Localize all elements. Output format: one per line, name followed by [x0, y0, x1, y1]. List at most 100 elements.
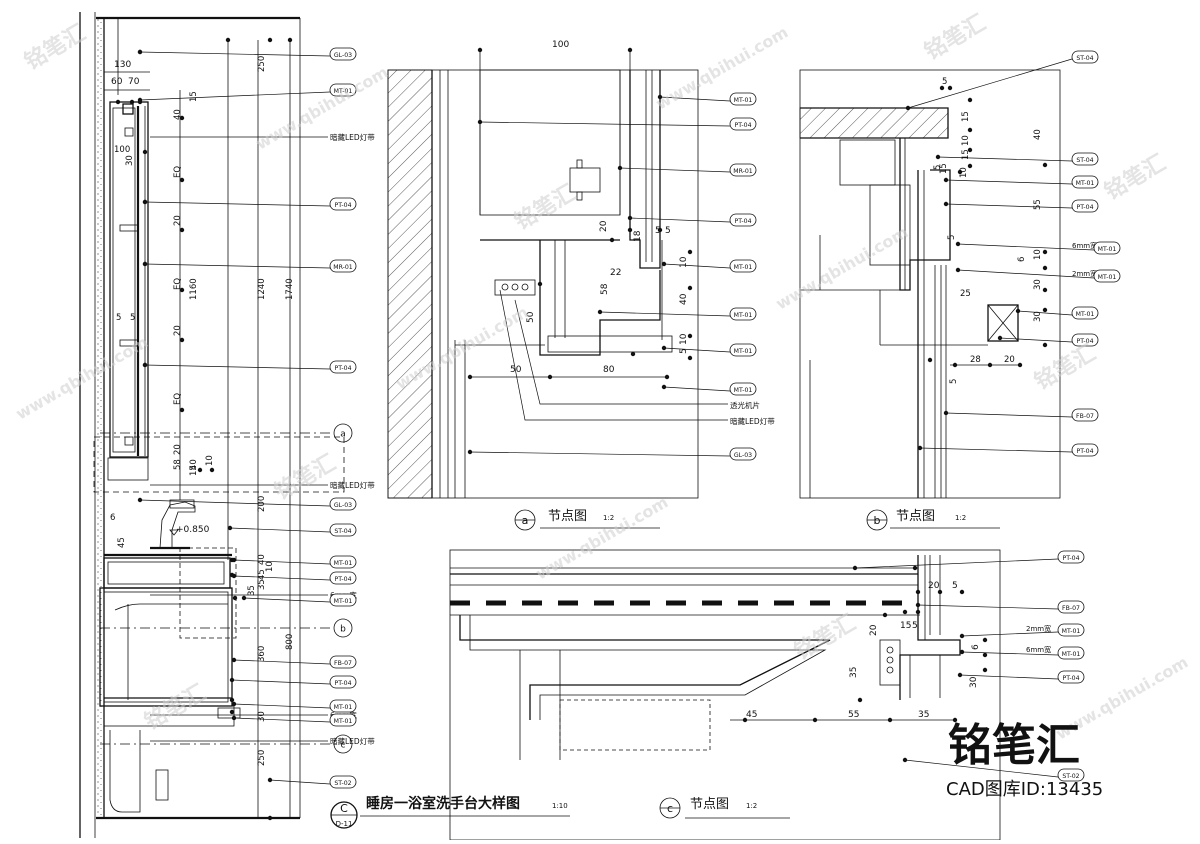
material-tag: PT-04 [229, 675, 357, 689]
tag-label: GL-03 [334, 52, 352, 59]
leader-dot [477, 119, 483, 125]
material-tag: MT-01 [661, 382, 757, 396]
tag-label: PT-04 [334, 576, 351, 583]
material-tag: MT-01 [657, 92, 757, 106]
tag-label: MT-01 [1062, 651, 1081, 658]
leader-dot [742, 717, 748, 723]
tag-box [329, 713, 357, 727]
material-tag: PT-04 [477, 117, 757, 131]
note-text: 暗藏LED灯带 [330, 480, 375, 490]
dim-label: 30 [1033, 311, 1043, 322]
material-tag: ST-04 [935, 152, 1099, 166]
leader-dot [547, 374, 553, 380]
tag-box [1071, 306, 1099, 320]
dim-label: 5 [947, 235, 957, 240]
leader-dot [627, 227, 633, 233]
tag-box [329, 83, 357, 97]
tag-label: GL-03 [334, 502, 352, 509]
leader-line [957, 269, 1095, 279]
tag-label: PT-04 [334, 365, 351, 372]
dim-label: 20 [173, 215, 183, 226]
leader-line [499, 289, 728, 421]
dim-label: 1240 [257, 278, 267, 300]
tag-box [1093, 241, 1121, 255]
tag-label: FB-07 [334, 660, 352, 667]
tag-box [1071, 199, 1099, 213]
tag-label: FB-07 [1076, 413, 1094, 420]
leader-line [599, 311, 731, 317]
leader-dot [943, 410, 949, 416]
tag-box [329, 259, 357, 273]
leader-dot [142, 362, 148, 368]
leader-dot [1042, 287, 1048, 293]
material-tag: MT-01 [241, 593, 357, 607]
tag-label: MT-01 [1062, 628, 1081, 635]
leader-line [663, 386, 731, 392]
tag-box [329, 571, 357, 585]
leader-dot [137, 497, 143, 503]
tag-label: GL-03 [734, 452, 752, 459]
tag-label: MT-01 [334, 88, 353, 95]
material-tag: MT-01 [231, 713, 357, 727]
leader-line [619, 167, 731, 173]
leader-line [659, 96, 731, 102]
material-tag: MT-01 [661, 343, 757, 357]
tag-box [329, 655, 357, 669]
tag-box [1071, 175, 1099, 189]
tag-box [1093, 269, 1121, 283]
material-tag: MT-01 [955, 241, 1121, 255]
leader-dot [179, 407, 185, 413]
tag-box [729, 213, 757, 227]
leader-dot [179, 177, 185, 183]
material-tag: FB-07 [915, 600, 1085, 614]
leader-line [139, 51, 331, 57]
dim-label: 1160 [189, 278, 199, 300]
dim-label: EQ [173, 393, 183, 405]
leader-dot [232, 595, 238, 601]
leader-line [937, 156, 1073, 162]
material-tag: FB-07 [943, 408, 1099, 422]
material-tag: MR-01 [617, 163, 757, 177]
dim-label: 35 [247, 585, 257, 596]
tag-box [729, 92, 757, 106]
leader-dot [967, 147, 973, 153]
leader-dot [955, 267, 961, 273]
material-tag: MT-01 [959, 646, 1085, 660]
dim-label: 40 [173, 109, 183, 120]
dim-label: 28 [970, 355, 981, 365]
dim-label: 6 [110, 513, 115, 523]
leader-dot [627, 47, 633, 53]
tag-label: FB-07 [1062, 605, 1080, 612]
leader-dot [955, 241, 961, 247]
tag-label: ST-02 [334, 780, 351, 787]
leader-dot [687, 285, 693, 291]
detail-marker-letter: c [667, 802, 673, 815]
dim-label: 10 [961, 135, 971, 146]
dim-label: 5 [116, 313, 121, 323]
tag-label: PT-04 [1076, 204, 1093, 211]
dim-label: 60 [111, 77, 123, 87]
brand-logo: 铭笔汇 [948, 720, 1080, 771]
leader-dot [852, 565, 858, 571]
dim-label: 58 [600, 283, 610, 295]
watermark-text: www.qbihui.com [13, 332, 152, 423]
leader-dot [857, 697, 863, 703]
leader-line [919, 447, 1073, 453]
dim-label: 10 [205, 455, 215, 466]
detail-title: 节点图 [896, 509, 935, 524]
leader-dot [129, 99, 135, 105]
leader-dot [915, 609, 921, 615]
material-tag: MT-01 [137, 83, 357, 103]
dim-label: 10 [679, 333, 689, 345]
material-tag: MT-01 [661, 259, 757, 273]
cad-library-id: CAD图库ID:13435 [946, 779, 1103, 800]
leader-line [629, 217, 731, 223]
watermark-text: www.qbihui.com [653, 22, 792, 113]
detail-marker-letter: b [874, 514, 881, 527]
watermark-text: 铭笔汇 [920, 10, 990, 66]
dim-label: 15 [961, 111, 971, 122]
leader-dot [227, 525, 233, 531]
material-tag: MT-01 [597, 307, 757, 321]
leader-dot [537, 281, 543, 287]
tag-label: PT-04 [334, 202, 351, 209]
